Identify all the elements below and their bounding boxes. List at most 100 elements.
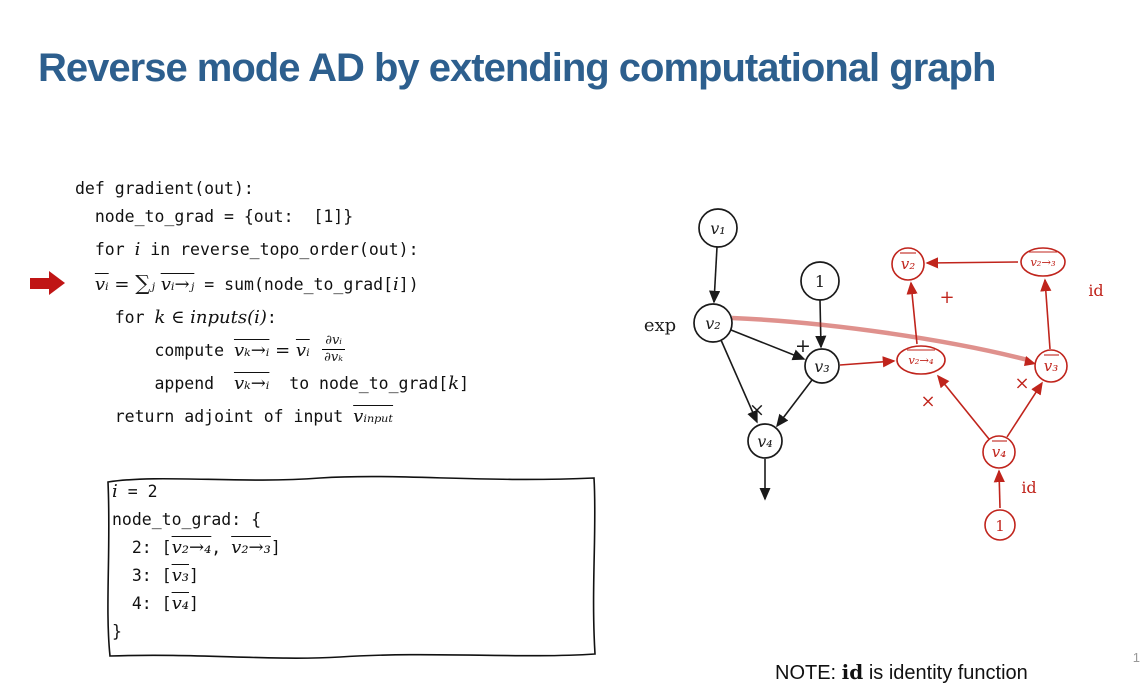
text-segment: = 2 <box>117 482 158 501</box>
node-const1-black <box>800 261 840 301</box>
trace-line: 2: [v₂→₄, v₂→₃] <box>112 534 281 562</box>
code-line: for i in reverse_topo_order(out): <box>75 234 635 267</box>
node-vbar2 <box>891 247 925 281</box>
note-identity-function: NOTE: id is identity function <box>775 656 1028 691</box>
box-outline-path <box>107 475 596 659</box>
node-vbar2to4 <box>896 345 946 375</box>
text-segment: k ∈ inputs(i) <box>154 307 267 328</box>
text-segment: ] <box>189 594 199 613</box>
text-segment: 4: [ <box>112 594 172 613</box>
text-segment: node_to_grad: { <box>112 510 262 529</box>
node-const1-red-label: 1 <box>995 517 1005 535</box>
computational-graph: v₁ 1 v₂ v₃ v₄ exp + × v₂ v₂→₃ v₂→₄ v₃ v₄… <box>640 190 1145 580</box>
node-v2-label: v₂ <box>705 314 720 333</box>
edge-vbar24-vbar2 <box>906 281 918 345</box>
text-segment: def gradient(out): <box>75 179 254 198</box>
text-segment: = <box>269 340 296 361</box>
text-segment: v₂→₄ <box>171 537 212 558</box>
text-segment: } <box>112 622 122 641</box>
node-vbar4 <box>982 435 1016 469</box>
text-segment: i <box>393 274 399 295</box>
node-v2 <box>693 303 733 343</box>
plus-red-label: + <box>939 287 954 308</box>
node-v1-label: v₁ <box>710 219 725 238</box>
graph-svg: v₁ 1 v₂ v₃ v₄ exp + × v₂ v₂→₃ v₂→₄ v₃ v₄… <box>644 208 1104 541</box>
text-segment: for <box>75 240 135 259</box>
text-segment: ⱼ <box>150 274 161 295</box>
node-const1-red <box>984 509 1016 541</box>
text-segment: vᵢₙₚᵤₜ <box>353 406 394 427</box>
text-segment: vᵢ <box>295 340 310 361</box>
edge-const1-vbar4 <box>993 469 1005 509</box>
text-segment: sum(node_to_grad[ <box>224 275 394 294</box>
text-segment: = <box>194 275 225 294</box>
text-segment: to node_to_grad[ <box>269 374 449 393</box>
current-line-arrow-icon <box>30 271 65 295</box>
node-vbar3-label: v₃ <box>1044 357 1059 375</box>
id-bottom-label: id <box>1021 478 1036 497</box>
node-vbar4-label: v₄ <box>992 443 1007 461</box>
text-segment: v₃ <box>171 565 189 586</box>
exp-op-label: exp <box>644 315 676 336</box>
text-segment: , <box>211 538 232 557</box>
trace-line: node_to_grad: { <box>112 506 281 534</box>
node-vbar3 <box>1034 349 1068 383</box>
text-segment: k <box>448 373 460 394</box>
text-segment: NOTE: <box>775 662 842 684</box>
edge-v3-vbar24 <box>839 356 896 368</box>
text-segment: node_to_grad = {out: [1]} <box>75 207 354 226</box>
node-const1-black-label: 1 <box>815 272 825 291</box>
text-segment: ] <box>189 566 199 585</box>
code-line: for k ∈ inputs(i): <box>75 302 635 335</box>
node-v4 <box>747 423 783 459</box>
text-segment <box>75 275 95 294</box>
text-segment: vᵢ→ⱼ <box>160 274 195 295</box>
text-segment: ∑ <box>135 271 151 295</box>
node-v1 <box>698 208 738 248</box>
edge-v2-vbar3-swoosh <box>731 315 1029 363</box>
text-segment: ] <box>459 374 470 393</box>
node-vbar2to4-label: v₂→₄ <box>908 353 934 367</box>
page-number: 1 <box>1132 650 1140 665</box>
trace-line: } <box>112 618 281 646</box>
node-v3 <box>804 348 840 384</box>
edge-vbar3-vbar23 <box>1040 278 1052 350</box>
node-v3-label: v₃ <box>814 357 829 376</box>
text-segment: v₄ <box>171 593 189 614</box>
text-segment: vₖ→ᵢ <box>233 340 270 361</box>
plus-op-label: + <box>795 335 811 357</box>
text-segment <box>310 340 321 361</box>
edge-vbar4-vbar24 <box>936 374 990 440</box>
text-segment: in reverse_topo_order(out): <box>140 240 419 259</box>
text-segment: append <box>75 374 234 393</box>
code-line: vᵢ = ∑ⱼ vᵢ→ⱼ = sum(node_to_grad[i]) <box>30 267 635 302</box>
gradient-pseudocode: def gradient(out): node_to_grad = {out: … <box>30 178 635 434</box>
text-segment: ]) <box>398 275 419 294</box>
hand-drawn-border <box>107 475 596 659</box>
code-line: def gradient(out): <box>75 178 635 201</box>
text-segment: v₂→₃ <box>231 537 271 558</box>
code-line: compute vₖ→ᵢ = vᵢ ∂vᵢ∂vₖ <box>75 333 635 368</box>
text-segment: : <box>266 308 277 327</box>
edge-vbar4-vbar3 <box>1006 381 1043 438</box>
slide-title: Reverse mode AD by extending computation… <box>38 46 996 90</box>
edge-v2-vbar3-arrowhead <box>1024 356 1036 366</box>
times-red-left-label: × <box>920 391 935 412</box>
node-vbar2-label: v₂ <box>901 255 916 273</box>
note-text: NOTE: id is identity function <box>775 656 1028 691</box>
text-segment: i <box>134 239 141 260</box>
times-red-right-label: × <box>1014 373 1029 394</box>
times-op-label: × <box>749 399 765 421</box>
edge-vbar23-vbar2 <box>925 257 1019 269</box>
text-segment: compute <box>75 341 234 360</box>
text-segment: is identity function <box>863 662 1028 684</box>
partial-derivative-fraction: ∂vᵢ∂vₖ <box>322 333 345 366</box>
text-segment: vᵢ <box>94 274 109 295</box>
text-segment: = <box>108 274 136 295</box>
text-segment: i <box>112 481 118 502</box>
edge-v1-v2 <box>709 246 721 304</box>
text-segment: id <box>841 660 864 684</box>
